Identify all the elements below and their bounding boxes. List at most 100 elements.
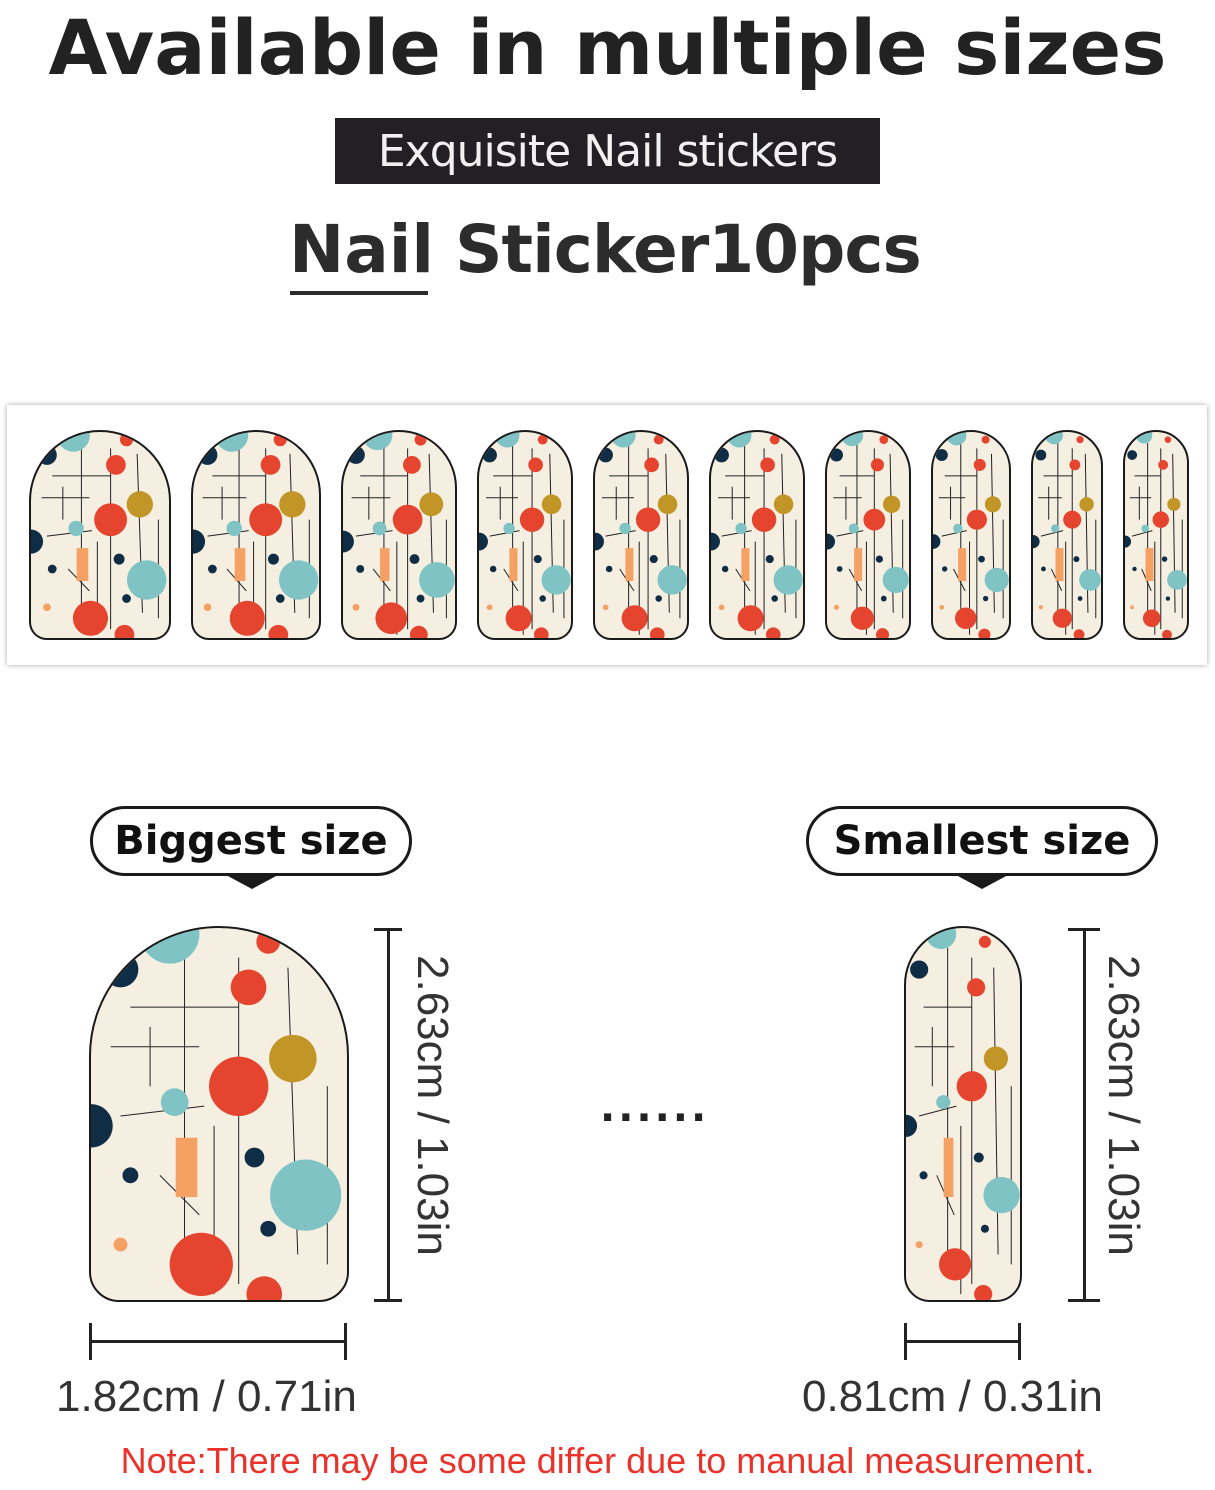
- pattern-rect: [1055, 548, 1064, 582]
- pattern-dot: [595, 532, 604, 551]
- pattern-dot: [541, 494, 562, 515]
- pattern-dot: [1073, 629, 1085, 638]
- biggest-pointer: [226, 875, 278, 889]
- pattern-dot: [479, 532, 488, 551]
- pattern-dot: [269, 1034, 317, 1083]
- pattern-dot: [984, 496, 1001, 513]
- pattern-dot: [197, 445, 218, 465]
- pattern-dot: [1052, 608, 1072, 628]
- pattern-dot: [983, 1046, 1008, 1071]
- pattern-dot: [270, 1159, 342, 1231]
- pattern-dot: [919, 1171, 928, 1180]
- biggest-height-cap-bottom: [374, 1299, 402, 1302]
- pattern-dot: [193, 529, 206, 554]
- pattern-dot: [419, 492, 444, 517]
- pattern-dot: [1132, 566, 1137, 572]
- pattern-dot: [416, 594, 425, 603]
- pattern-dot: [140, 928, 200, 964]
- pattern-dot: [635, 507, 661, 532]
- pattern-line: [1132, 530, 1153, 537]
- pattern-dot: [37, 445, 57, 465]
- pattern-dot: [1077, 596, 1083, 601]
- pattern-rect: [380, 548, 390, 582]
- pattern-dot: [946, 432, 967, 446]
- pattern-dot: [1161, 556, 1168, 562]
- pattern-dot: [31, 529, 44, 554]
- pattern-dot: [1069, 459, 1081, 471]
- pattern-dot: [1127, 450, 1138, 460]
- pattern-dot: [848, 523, 859, 534]
- pattern-dot: [275, 594, 285, 603]
- pattern-dot: [503, 522, 515, 535]
- pattern-dot: [409, 554, 420, 565]
- pattern-dot: [352, 603, 360, 611]
- pattern-dot: [226, 520, 242, 537]
- pattern-dot: [956, 1071, 987, 1102]
- pattern-dot: [882, 566, 909, 593]
- pattern-dot: [278, 560, 319, 600]
- smallest-width-line: [906, 1340, 1020, 1343]
- pattern-dot: [113, 553, 125, 565]
- pattern-dot: [981, 435, 990, 444]
- pattern-dot: [169, 1232, 233, 1297]
- pattern-dot: [598, 447, 613, 463]
- pattern-dot: [273, 433, 287, 447]
- pattern-dot: [760, 457, 775, 473]
- pattern-rect: [1145, 548, 1154, 582]
- pattern-dot: [392, 504, 423, 535]
- pattern-dot: [1079, 569, 1101, 591]
- pattern-dot: [1130, 605, 1135, 610]
- pattern-dot: [1164, 436, 1172, 443]
- biggest-size-label: Biggest size: [90, 806, 412, 876]
- pattern-dot: [735, 522, 747, 535]
- pattern-dot: [537, 434, 548, 445]
- pattern-dot: [519, 507, 545, 532]
- pattern-dot: [984, 567, 1009, 593]
- pattern-dot: [119, 433, 134, 447]
- strip-nail-sticker: [1123, 430, 1189, 640]
- pattern-dot: [260, 1220, 277, 1237]
- pattern-rect: [958, 548, 967, 582]
- pattern-dot: [773, 494, 794, 515]
- pattern-dot: [915, 1241, 923, 1249]
- pattern-dot: [769, 434, 780, 445]
- pattern-dot: [882, 495, 901, 514]
- pattern-dot: [936, 1095, 951, 1110]
- pattern-dot: [605, 565, 613, 573]
- pattern-line: [489, 530, 520, 537]
- pattern-dot: [72, 600, 108, 636]
- pattern-dot: [657, 565, 687, 595]
- pattern-dot: [249, 503, 283, 537]
- pattern-line: [207, 530, 249, 537]
- pattern-dot: [933, 534, 941, 549]
- pattern-dot: [978, 628, 991, 638]
- pattern-dot: [967, 978, 986, 997]
- pattern-dot: [372, 521, 387, 536]
- biggest-width-cap-right: [344, 1323, 347, 1360]
- biggest-nail-sticker: [89, 926, 349, 1302]
- pattern-dot: [122, 1167, 139, 1184]
- pattern-dot: [208, 564, 217, 574]
- biggest-height-cap-top: [374, 928, 402, 931]
- pattern-dot: [773, 565, 803, 595]
- biggest-width-line: [90, 1340, 346, 1343]
- pattern-line: [355, 530, 393, 537]
- strip-nail-sticker: [825, 430, 911, 640]
- pattern-dot: [910, 960, 929, 979]
- pattern-dot: [829, 448, 843, 462]
- pattern-dot: [621, 605, 648, 632]
- pattern-dot: [160, 1088, 189, 1116]
- pattern-dot: [751, 507, 777, 532]
- pattern-rect: [625, 548, 634, 582]
- smallest-height-line: [1083, 928, 1086, 1302]
- subtitle-ribbon: Exquisite Nail stickers: [335, 118, 880, 184]
- pattern-dot: [1167, 570, 1187, 590]
- pattern-dot: [1035, 449, 1047, 461]
- pattern-dot: [1135, 432, 1153, 444]
- pattern-dot: [653, 434, 664, 445]
- ribbon-text: Exquisite Nail stickers: [377, 125, 838, 177]
- pattern-dot: [94, 503, 128, 537]
- smallest-height-cap-top: [1068, 928, 1100, 931]
- pattern-dot: [727, 432, 752, 448]
- pattern-dot: [925, 928, 957, 950]
